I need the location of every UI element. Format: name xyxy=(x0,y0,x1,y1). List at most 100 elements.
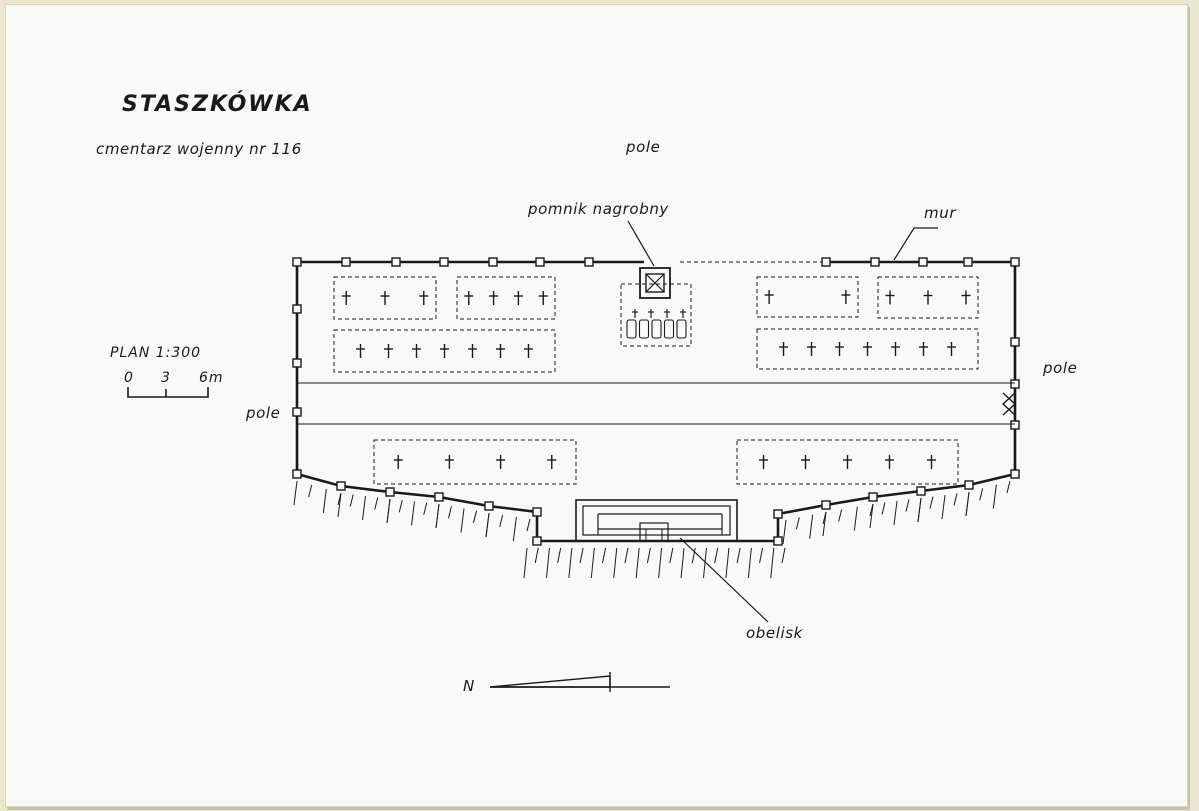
wall-post xyxy=(773,509,783,519)
wall-post xyxy=(964,480,974,490)
grave-plot-top-left-wide xyxy=(333,329,556,373)
grave-cross xyxy=(779,342,789,356)
grave-cross xyxy=(923,290,933,305)
scale-tick-3: 3 xyxy=(161,370,171,386)
wall-post xyxy=(336,481,346,491)
grave-cross xyxy=(523,344,533,358)
plan-title: STASZKÓWKA xyxy=(122,91,313,117)
wall-post xyxy=(532,536,542,546)
plan-subtitle: cmentarz wojenny nr 116 xyxy=(96,140,302,158)
scale-tick-0: 0 xyxy=(124,370,134,386)
grave-cross xyxy=(648,309,654,318)
wall-post xyxy=(391,257,401,267)
grave-cross xyxy=(890,342,900,356)
grave-cross xyxy=(946,342,956,356)
wall-post xyxy=(963,257,973,267)
scale-tick-6m: 6m xyxy=(199,370,224,386)
monument xyxy=(620,267,692,347)
grave-cross xyxy=(547,455,557,469)
grave-cross xyxy=(444,455,454,469)
grave-cross xyxy=(680,309,686,318)
obelisk-label: obelisk xyxy=(746,624,804,642)
grave-plot-top-left-b xyxy=(456,276,556,320)
grave-cross xyxy=(961,290,971,305)
field-label-top: pole xyxy=(625,138,661,156)
scale-bar: PLAN 1:300 0 3 6m xyxy=(110,345,224,398)
grave-plot-top-right-b xyxy=(877,276,979,319)
grave-cross xyxy=(380,291,390,305)
wall-post xyxy=(488,257,498,267)
field-label-left: pole xyxy=(245,404,281,422)
grave-cross xyxy=(341,291,351,305)
wall-post xyxy=(1010,469,1020,479)
wall-post xyxy=(439,257,449,267)
grave-cross xyxy=(464,291,474,305)
grave-cross xyxy=(807,342,817,356)
grave-cross xyxy=(356,344,366,358)
wall-post xyxy=(1010,420,1020,430)
monument-tomb xyxy=(676,319,687,339)
wall-post xyxy=(821,257,831,267)
grave-cross xyxy=(496,455,506,469)
obelisk-leader xyxy=(679,537,769,623)
grave-cross xyxy=(759,455,769,469)
monument-tomb xyxy=(638,319,650,339)
obelisk xyxy=(575,499,738,542)
grave-cross xyxy=(538,291,548,305)
wall-post xyxy=(292,469,302,479)
grave-cross xyxy=(467,344,477,358)
wall-post xyxy=(868,492,878,502)
north-label: N xyxy=(463,677,475,695)
wall-post xyxy=(1010,379,1020,389)
wall-post xyxy=(535,257,545,267)
wall-post xyxy=(773,536,783,546)
wall-post xyxy=(870,257,880,267)
wall-post xyxy=(1010,337,1020,347)
grave-cross xyxy=(495,344,505,358)
grave-cross xyxy=(393,455,403,469)
wall-post xyxy=(1010,257,1020,267)
grave-plot-top-right-wide xyxy=(756,328,979,370)
north-arrow: N xyxy=(463,672,670,695)
grave-cross xyxy=(632,309,638,318)
grave-cross xyxy=(384,344,394,358)
field-label-right: pole xyxy=(1042,359,1078,377)
wall-post xyxy=(532,507,542,517)
scale-plan-label: PLAN 1:300 xyxy=(110,345,201,361)
monument-tomb xyxy=(663,319,675,339)
paper xyxy=(5,4,1188,807)
grave-cross xyxy=(885,290,895,305)
grave-cross xyxy=(412,344,422,358)
grave-cross xyxy=(841,290,851,304)
grave-plot-bottom-right xyxy=(736,439,959,485)
wall-post xyxy=(916,486,926,496)
grave-cross xyxy=(884,455,894,469)
wall-post xyxy=(918,257,928,267)
wall-post xyxy=(292,304,302,314)
wall-leader xyxy=(893,227,938,261)
grave-cross xyxy=(440,344,449,358)
wall-post xyxy=(385,487,395,497)
wall-post xyxy=(292,257,302,267)
grave-cross xyxy=(764,290,774,304)
cemetery-wall xyxy=(292,257,1020,546)
wall-post xyxy=(821,500,831,510)
grave-cross xyxy=(801,455,811,469)
grave-cross xyxy=(513,291,523,305)
monument-leader xyxy=(627,220,655,267)
wall-post xyxy=(434,492,444,502)
monument-tomb xyxy=(626,319,637,339)
wall-post xyxy=(341,257,351,267)
grave-cross xyxy=(835,342,845,356)
wall-post xyxy=(292,407,302,417)
monument-label: pomnik nagrobny xyxy=(527,200,669,218)
monument-tomb xyxy=(651,319,662,339)
grave-plot-top-right-a xyxy=(756,276,859,318)
grave-cross xyxy=(863,342,872,356)
grave-cross xyxy=(489,291,499,305)
grave-plot-bottom-left xyxy=(373,439,577,485)
grave-plot-top-left-a xyxy=(333,276,437,320)
grave-cross xyxy=(843,455,852,469)
slope-hatching xyxy=(293,480,1011,579)
